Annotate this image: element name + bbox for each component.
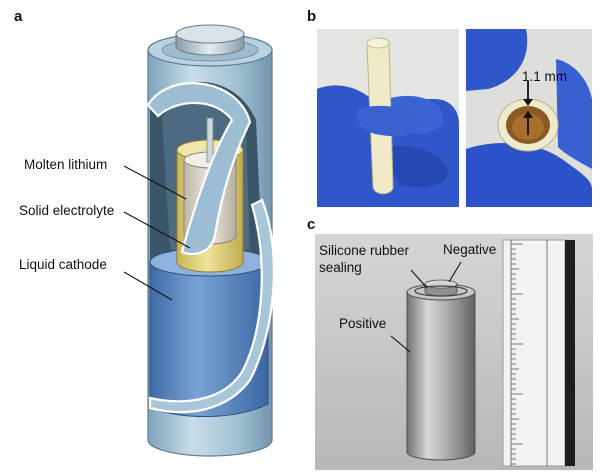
leader-positive [390, 335, 411, 353]
photo-assembled-cell-art [315, 234, 593, 470]
steel-cell [406, 279, 476, 461]
photo-electrolyte-tube-art [317, 29, 459, 207]
photo-tube-cross-section-art [466, 29, 592, 207]
ruler [502, 239, 575, 467]
thickness-label: 1.1 mm [522, 69, 568, 84]
glove-finger-bottom [466, 143, 592, 207]
label-solid-electrolyte: Solid electrolyte [19, 203, 115, 218]
leader-negative [448, 261, 462, 283]
leader-sealing [410, 269, 428, 289]
rubber-sealing [414, 285, 468, 297]
photo-tube-cross-section: 1.1 mm [466, 29, 592, 207]
leader-molten-lithium [123, 165, 187, 200]
label-liquid-cathode: Liquid cathode [19, 257, 107, 272]
leader-solid-electrolyte [123, 211, 191, 249]
label-molten-lithium: Molten lithium [24, 157, 108, 172]
glove-finger-top [466, 29, 528, 91]
label-positive: Positive [339, 316, 387, 331]
negative-cap [175, 24, 245, 56]
current-collector-rod [206, 117, 214, 163]
ruler-ticks [511, 243, 523, 465]
photo-assembled-cell: Silicone rubber sealing Negative Positiv… [315, 234, 593, 470]
panel-a-letter: a [14, 8, 23, 25]
photo-electrolyte-tube [317, 29, 459, 207]
peeled-casing-strip [148, 198, 275, 414]
label-sealing-line1: Silicone rubber [319, 243, 410, 258]
label-sealing: Silicone rubber sealing [319, 242, 409, 276]
label-negative: Negative [443, 242, 497, 257]
panel-b-letter: b [307, 8, 317, 25]
label-sealing-line2: sealing [319, 260, 362, 275]
panel-c-letter: c [307, 216, 316, 233]
peeled-casing-flap [146, 82, 252, 256]
liquid-cathode-region [149, 247, 269, 417]
leader-liquid-cathode [123, 271, 173, 301]
